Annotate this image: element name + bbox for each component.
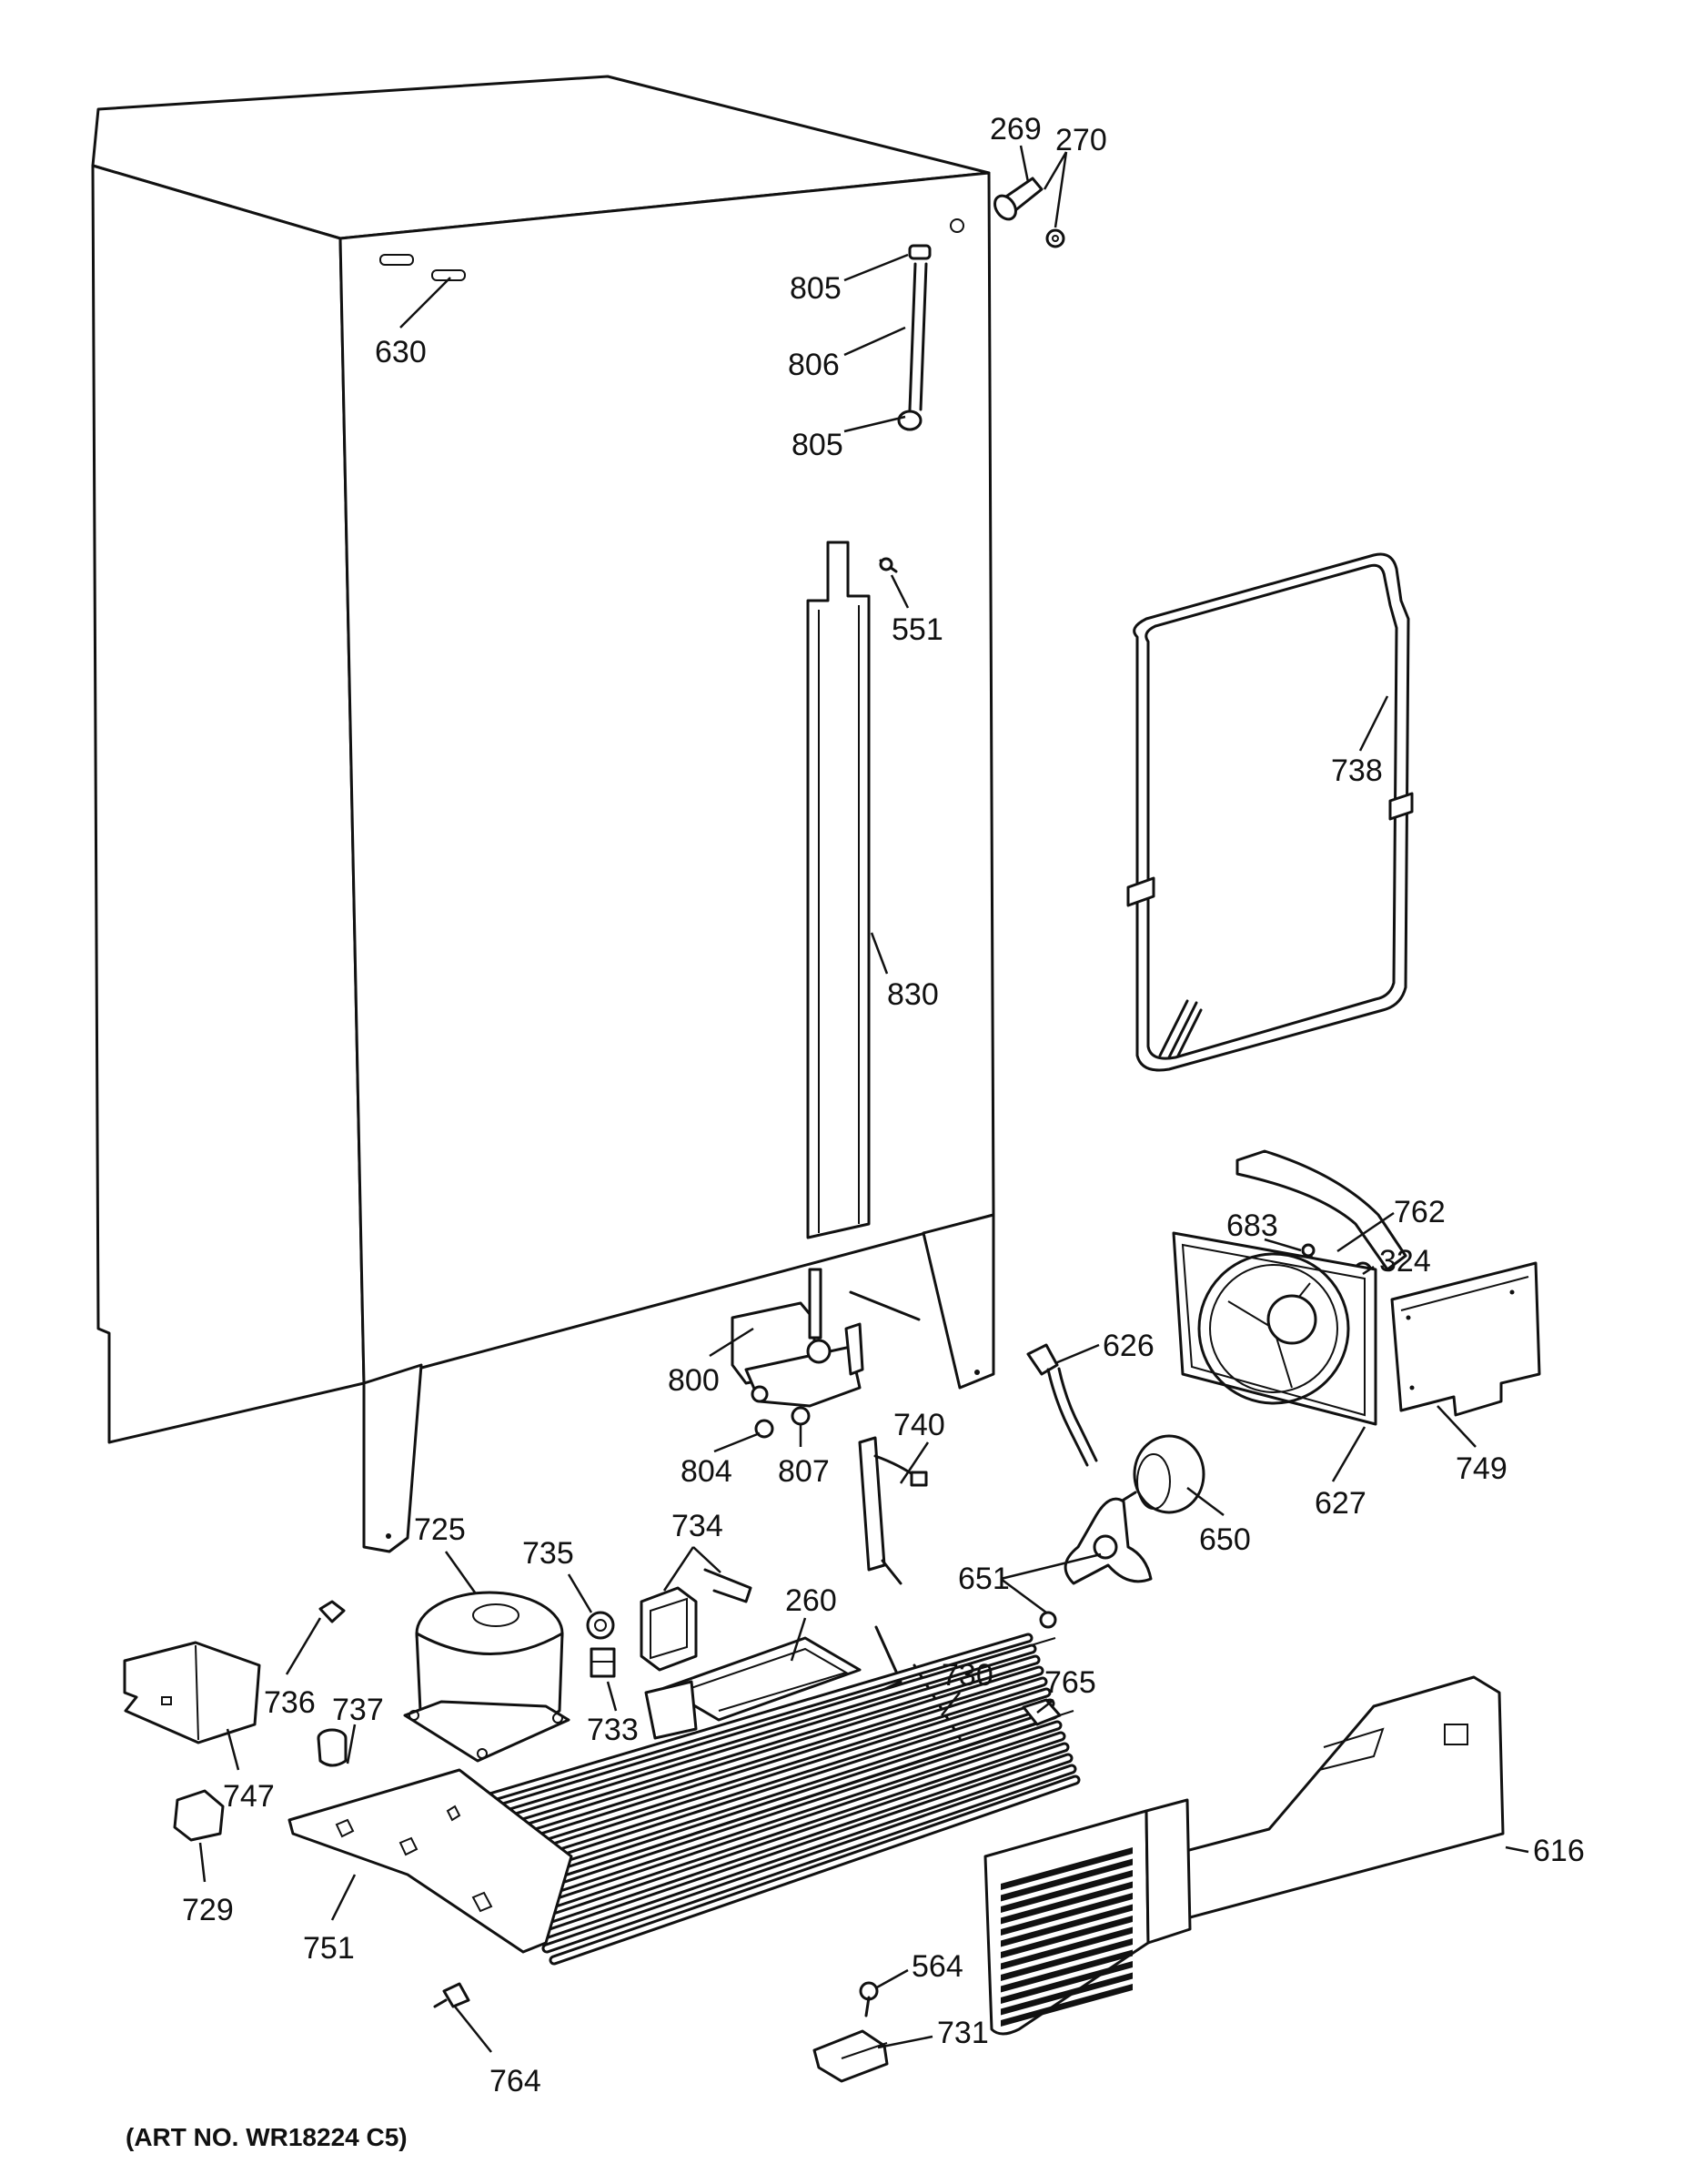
clip-765: [1022, 1698, 1062, 1726]
screw-564: [859, 1981, 879, 2017]
duct-762: [1235, 1149, 1407, 1271]
label-730: 730: [942, 1658, 993, 1693]
cover-747: [123, 1641, 261, 1744]
refrigerator-cabinet: [91, 75, 995, 1553]
label-830: 830: [887, 977, 939, 1012]
art-number: (ART NO. WR18224 C5): [126, 2123, 408, 2151]
label-683: 683: [1226, 1208, 1278, 1243]
label-765: 765: [1044, 1665, 1096, 1700]
label-324: 324: [1379, 1244, 1431, 1279]
label-738: 738: [1331, 753, 1383, 788]
label-804: 804: [681, 1454, 732, 1489]
compressor-725: [403, 1591, 570, 1763]
label-735: 735: [522, 1536, 574, 1571]
label-729: 729: [182, 1893, 234, 1927]
capacitor-729: [173, 1789, 225, 1842]
label-800: 800: [668, 1363, 720, 1398]
tube-806: [908, 262, 928, 411]
grommet-737: [317, 1728, 348, 1767]
label-650: 650: [1199, 1522, 1251, 1557]
clip-764: [433, 1982, 470, 2008]
clamp-805-top: [908, 244, 932, 260]
handle-pin-269: [993, 177, 1044, 221]
leader-lines: [198, 145, 1529, 2053]
cover-plate-749: [1390, 1261, 1541, 1417]
label-564: 564: [912, 1949, 963, 1984]
condenser-coil-730: [454, 1625, 1081, 1966]
clamp-805-bottom: [897, 410, 923, 431]
label-630: 630: [375, 335, 427, 369]
screw-551: [879, 557, 898, 573]
label-737: 737: [332, 1693, 384, 1727]
fitting-807: [791, 1406, 811, 1426]
label-736: 736: [264, 1685, 316, 1720]
label-807: 807: [778, 1454, 830, 1489]
drain-pan-260: [644, 1636, 862, 1740]
label-270: 270: [1055, 123, 1107, 157]
clip-731: [812, 2029, 889, 2083]
label-740: 740: [893, 1408, 945, 1442]
base-pan-751: [287, 1768, 573, 1954]
label-749: 749: [1456, 1451, 1508, 1486]
grommet-735: [586, 1611, 615, 1640]
power-cord-626: [1026, 1343, 1098, 1467]
defrost-heater-740: [858, 1436, 928, 1585]
label-733: 733: [587, 1713, 639, 1747]
water-valve-800: [731, 1268, 864, 1408]
door-gasket-738: [1126, 552, 1414, 1072]
bracket-736: [318, 1600, 346, 1623]
label-747: 747: [223, 1779, 275, 1814]
fitting-804: [754, 1419, 774, 1439]
label-805-bottom: 805: [792, 428, 843, 462]
relay-733: [590, 1647, 616, 1678]
nut-270: [1045, 228, 1065, 248]
label-551: 551: [892, 612, 943, 647]
label-734: 734: [671, 1509, 723, 1543]
nut-651: [1039, 1611, 1057, 1629]
label-725: 725: [414, 1512, 466, 1547]
part-labels: 269 270 630 805 806 805 551 738 830 762 …: [126, 112, 1585, 2151]
fan-shroud-627: [1172, 1231, 1377, 1426]
label-751: 751: [303, 1931, 355, 1966]
label-651: 651: [958, 1562, 1010, 1596]
label-764: 764: [489, 2064, 541, 2098]
fan-motor-650: [1119, 1434, 1205, 1514]
label-627: 627: [1315, 1486, 1366, 1521]
label-269: 269: [990, 112, 1042, 147]
label-731: 731: [937, 2016, 989, 2050]
label-806: 806: [788, 348, 840, 382]
label-805-top: 805: [790, 271, 842, 306]
label-260: 260: [785, 1583, 837, 1618]
label-626: 626: [1103, 1329, 1155, 1363]
label-762: 762: [1394, 1195, 1446, 1229]
fan-blade-651: [1064, 1497, 1153, 1585]
grille-616: [983, 1798, 1192, 2036]
overload-734: [640, 1568, 752, 1672]
label-616: 616: [1533, 1834, 1585, 1868]
